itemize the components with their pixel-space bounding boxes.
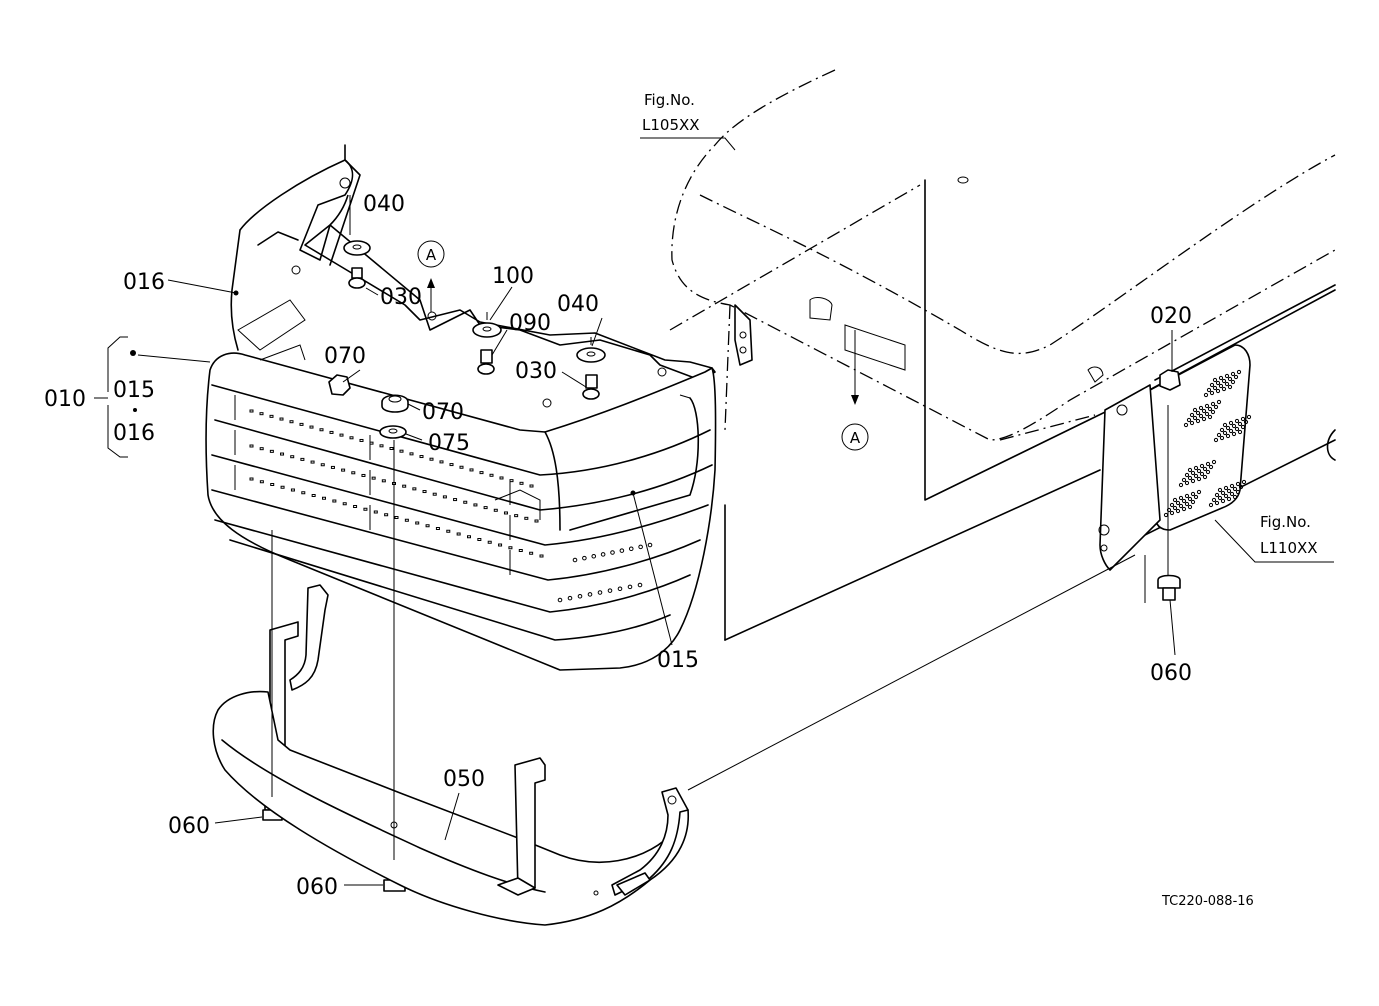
marker-a-lower-text: A [850,429,861,447]
figure-references: Fig.No. L105XX Fig.No. L110XX [642,91,1318,557]
label-050: 050 [443,767,485,792]
callout-dots [130,290,636,496]
part-labels: 010 015 016 016 040 030 100 090 040 030 … [44,192,1192,900]
leader-lines [94,137,1334,886]
hood-hole [957,176,969,184]
label-015: 015 [657,648,699,673]
label-070-b: 070 [422,400,464,425]
label-010: 010 [44,387,86,412]
reference-markers: A A [417,240,869,451]
fig-no-2: Fig.No. [1260,513,1311,531]
hood-outline [669,69,1336,441]
label-070-a: 070 [324,344,366,369]
label-015-group: 015 [113,378,155,403]
label-090: 090 [509,311,551,336]
fig-code-2: L110XX [1260,539,1318,557]
fig-no-1: Fig.No. [644,91,695,109]
label-016: 016 [123,270,165,295]
label-030-a: 030 [380,285,422,310]
label-060-bottom: 060 [296,875,338,900]
frame-body [724,179,1336,641]
marker-a-upper-text: A [426,246,437,264]
label-020: 020 [1150,304,1192,329]
label-030-b: 030 [515,359,557,384]
marker-a-upper [417,240,445,268]
fig-code-1: L105XX [642,116,700,134]
label-016-group: 016 [113,421,155,446]
label-075: 075 [428,431,470,456]
marker-a-lower [841,423,869,451]
bottom-plate [212,584,690,926]
label-100: 100 [492,264,534,289]
side-panel [1098,344,1252,571]
drawing-code: TC220-088-16 [1161,894,1254,909]
label-060-right: 060 [1150,661,1192,686]
label-060-left: 060 [168,814,210,839]
washer-040-a [343,240,371,256]
front-grille [205,144,717,671]
label-040-b: 040 [557,292,599,317]
label-040-a: 040 [363,192,405,217]
